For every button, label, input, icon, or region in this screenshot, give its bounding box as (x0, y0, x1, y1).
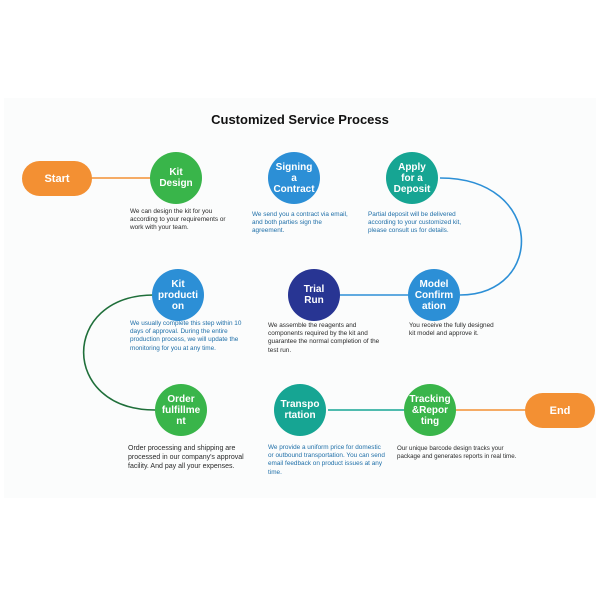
step-model-confirmation-description: You receive the fully designed kit model… (409, 322, 494, 338)
step-kit-design-label: Kit Design (159, 167, 193, 189)
step-order-fulfillment: Order fulfillme nt (155, 384, 207, 436)
step-trial-run-label: Trial Run (303, 284, 325, 306)
step-order-fulfillment-description: Order processing and shipping are proces… (128, 445, 244, 470)
step-signing-contract-description: We send you a contract via email, and bo… (252, 211, 348, 235)
step-apply-deposit: Apply for a Deposit (386, 152, 438, 204)
step-apply-deposit-description: Partial deposit will be delivered accord… (368, 211, 462, 235)
step-transportation-label: Transpo rtation (280, 399, 320, 421)
step-trial-run-description: We assemble the reagents and components … (268, 322, 380, 354)
step-kit-production-description: We usually complete this step within 10 … (130, 320, 242, 352)
step-signing-contract: Signing a Contract (268, 152, 320, 204)
start-label: Start (44, 172, 70, 185)
connector-production-fulfillment (82, 294, 156, 411)
step-tracking-reporting: Tracking &Repor ting (404, 384, 456, 436)
step-trial-run: Trial Run (288, 269, 340, 321)
step-model-confirmation: Model Confirm ation (408, 269, 460, 321)
step-kit-production: Kit producti on (152, 269, 204, 321)
step-signing-contract-label: Signing a Contract (273, 161, 315, 195)
end-label: End (549, 404, 571, 417)
step-model-confirmation-label: Model Confirm ation (414, 278, 454, 312)
step-transportation-description: We provide a uniform price for domestic … (268, 444, 385, 476)
step-kit-design: Kit Design (150, 152, 202, 204)
step-tracking-reporting-description: Our unique barcode design tracks your pa… (397, 445, 517, 460)
connector-deposit-model (439, 177, 523, 296)
start-terminal: Start (22, 161, 92, 196)
step-apply-deposit-label: Apply for a Deposit (393, 161, 431, 195)
end-terminal: End (525, 393, 595, 428)
step-kit-design-description: We can design the kit for you according … (130, 208, 226, 232)
step-tracking-reporting-label: Tracking &Repor ting (409, 393, 451, 427)
step-transportation: Transpo rtation (274, 384, 326, 436)
step-order-fulfillment-label: Order fulfillme nt (161, 393, 201, 427)
page-title: Customized Service Process (211, 112, 389, 127)
step-kit-production-label: Kit producti on (158, 278, 198, 312)
